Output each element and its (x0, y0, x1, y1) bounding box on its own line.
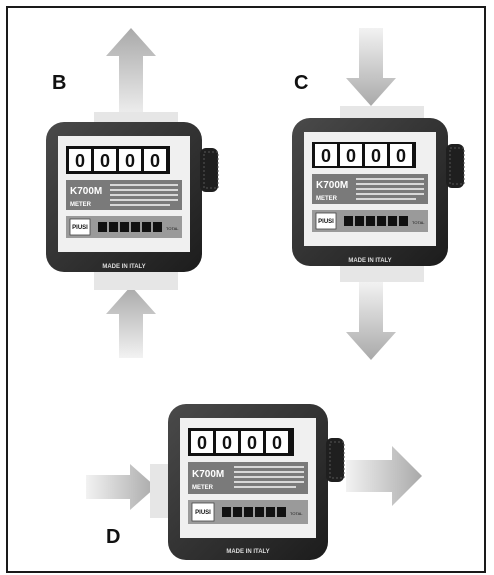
total-label: TOTAL (166, 226, 179, 231)
reset-knob (446, 144, 464, 188)
counter-digit-4: 0 (150, 151, 160, 171)
brand-logo: PIUSI (318, 219, 334, 225)
arrow-right-inlet-d (86, 464, 156, 510)
counter-digit-3: 0 (247, 433, 257, 453)
brand-logo: PIUSI (72, 225, 88, 231)
total-label: TOTAL (290, 511, 303, 516)
arrow-down-inlet-c (346, 28, 396, 106)
inlet-port (94, 268, 178, 290)
brand-logo: PIUSI (195, 510, 211, 516)
counter-digits: 0 0 0 0 (69, 149, 166, 171)
counter-digits: 0 0 0 0 (315, 144, 412, 166)
arrow-down-outlet-c (346, 282, 396, 360)
counter-digit-3: 0 (371, 146, 381, 166)
meter-d: 0 0 0 0 K700M METER PIUSI TOTAL MADE (150, 398, 350, 573)
meter-type-label: METER (192, 485, 214, 491)
reset-knob (200, 148, 218, 192)
outlet-port (340, 262, 424, 282)
counter-digit-1: 0 (75, 151, 85, 171)
counter-digit-2: 0 (346, 146, 356, 166)
meter-type-label: METER (70, 202, 92, 208)
model-label: K700M (70, 186, 102, 197)
total-label: TOTAL (412, 220, 425, 225)
made-in-label: MADE IN ITALY (226, 549, 269, 555)
made-in-label: MADE IN ITALY (102, 264, 145, 270)
label-d: D (106, 526, 121, 548)
counter-digit-1: 0 (197, 433, 207, 453)
inlet-port (340, 106, 424, 120)
model-label: K700M (316, 180, 348, 191)
outlet-port (94, 112, 178, 124)
diagram-frame (6, 6, 486, 573)
arrow-up-outlet-b (106, 28, 156, 120)
meter-b: 0 0 0 0 K700M METER PIUSI TOTAL MADE (40, 112, 236, 297)
counter-digit-2: 0 (222, 433, 232, 453)
arrow-up-inlet-b (106, 286, 156, 358)
counter-digit-4: 0 (396, 146, 406, 166)
reset-knob (326, 438, 344, 482)
label-b: B (52, 72, 67, 94)
counter-digit-1: 0 (321, 146, 331, 166)
counter-digit-4: 0 (272, 433, 282, 453)
counter-digit-3: 0 (125, 151, 135, 171)
meter-c: 0 0 0 0 K700M METER PIUSI TOTAL MADE (286, 106, 482, 291)
made-in-label: MADE IN ITALY (348, 258, 391, 264)
counter-digits: 0 0 0 0 (191, 431, 288, 453)
label-c: C (294, 72, 309, 94)
counter-digit-2: 0 (100, 151, 110, 171)
model-label: K700M (192, 469, 224, 480)
arrow-right-outlet-d (346, 446, 422, 506)
meter-type-label: METER (316, 196, 338, 202)
